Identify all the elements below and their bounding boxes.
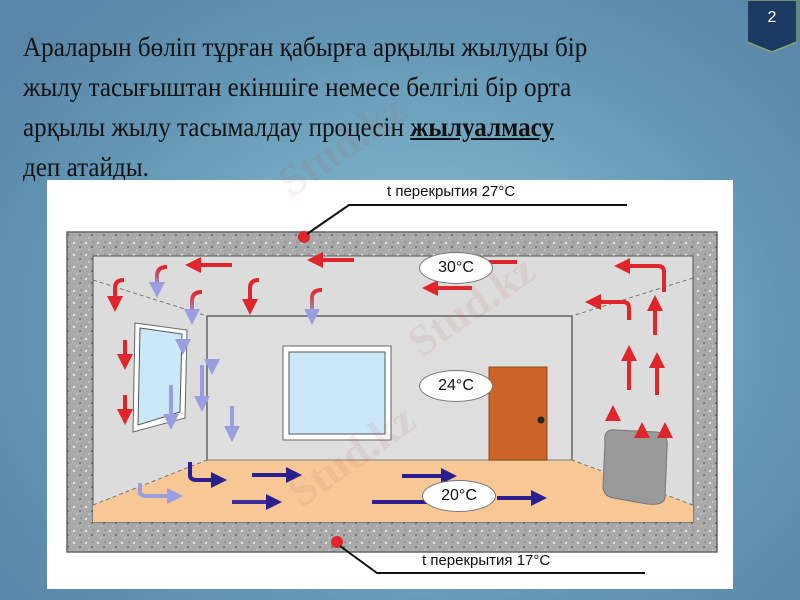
key-term: жылуалмасу — [410, 112, 555, 142]
floor-temperature-label: t перекрытия 17°C — [422, 552, 551, 569]
text-line-4: деп атайды. — [23, 152, 149, 182]
temperature-bubble-top: 30°C — [419, 252, 493, 284]
page-number-badge: 2 — [747, 0, 797, 52]
text-line-2: жылу тасығыштан екіншіге немесе белгілі … — [23, 72, 572, 102]
heat-exchange-diagram: t перекрытия 27°C t перекрытия 17°C 30°C… — [47, 180, 733, 589]
temperature-bubble-bottom: 20°C — [422, 480, 496, 512]
badge-shape-icon — [747, 0, 797, 52]
temperature-bubble-middle: 24°C — [419, 370, 493, 402]
text-line-3: арқылы жылу тасымалдау процесін жылуалма… — [23, 112, 555, 142]
text-line-1: Араларын бөліп тұрған қабырға арқылы жыл… — [23, 32, 588, 62]
room-airflow-illustration — [66, 204, 718, 574]
ceiling-temperature-label: t перекрытия 27°C — [387, 183, 516, 200]
page-number: 2 — [767, 9, 777, 26]
slide-body-text: Араларын бөліп тұрған қабырға арқылы жыл… — [23, 27, 683, 187]
